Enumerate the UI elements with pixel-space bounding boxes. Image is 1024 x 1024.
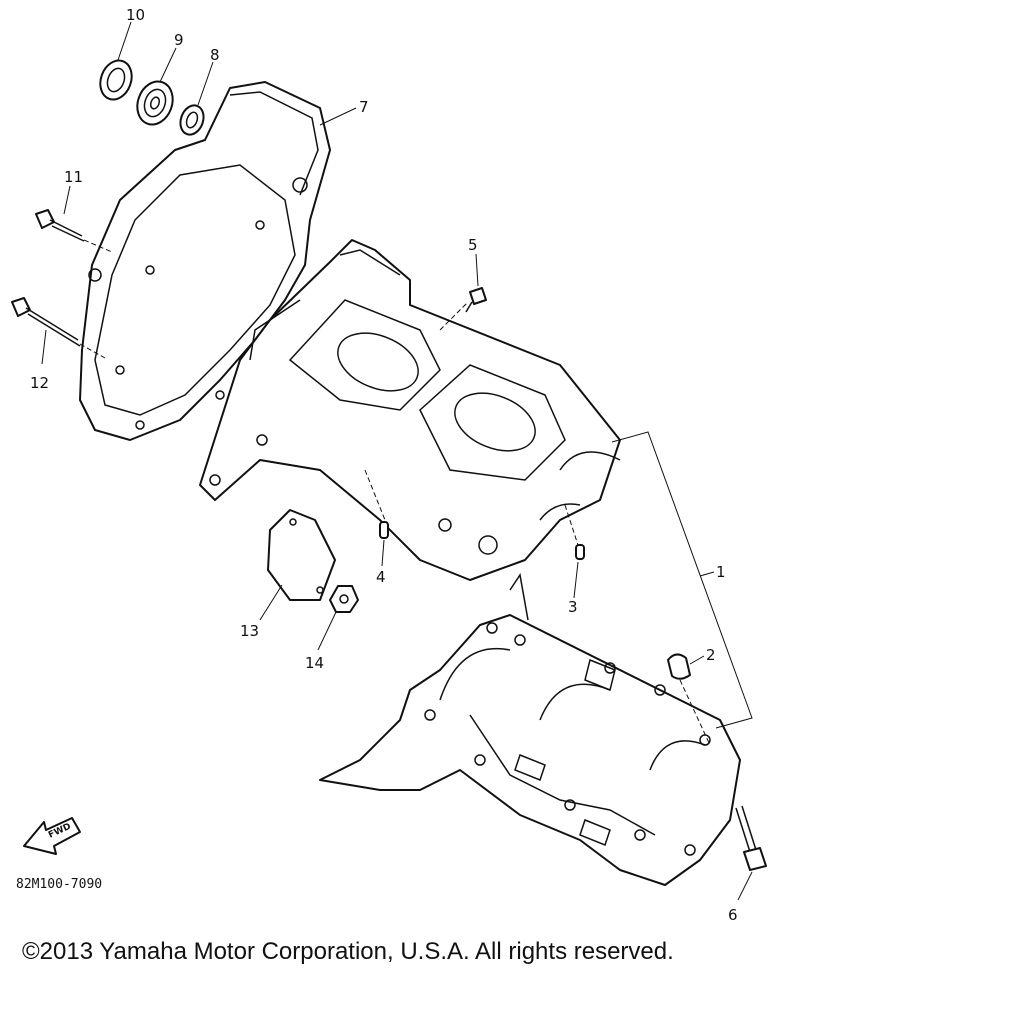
callout-9: 9	[174, 31, 184, 49]
part-4-dowel	[379, 521, 389, 539]
callout-1: 1	[716, 563, 726, 581]
part-9-bearing	[136, 80, 174, 126]
callout-4: 4	[376, 568, 386, 586]
callout-7: 7	[359, 98, 369, 116]
part-2-dowel	[667, 653, 711, 746]
lower-crankcase	[319, 573, 741, 886]
diagram-part-code: 82M100-7090	[16, 877, 102, 892]
callout-12: 12	[30, 374, 49, 392]
part-14-nut	[329, 585, 359, 613]
part-11-bolt	[35, 209, 113, 253]
upper-crankcase	[199, 239, 621, 581]
callout-5: 5	[468, 236, 478, 254]
part-13-cover-plate	[267, 509, 336, 601]
callout-10: 10	[126, 6, 145, 24]
callout-8: 8	[210, 46, 220, 64]
callout-2: 2	[706, 646, 716, 664]
forward-arrow-icon: FWD	[23, 817, 81, 855]
callout-13: 13	[240, 622, 259, 640]
part-7-crankcase-cover	[79, 81, 331, 441]
callout-11: 11	[64, 168, 83, 186]
callout-6: 6	[728, 906, 738, 924]
part-12-bolt	[11, 297, 106, 359]
part-3-dowel	[575, 544, 585, 560]
part-6-bolt	[735, 805, 767, 871]
callout-14: 14	[305, 654, 324, 672]
part-8-collar	[179, 104, 205, 136]
part-10-seal	[99, 59, 133, 101]
part-5-bolt	[465, 287, 487, 313]
copyright-notice: ©2013 Yamaha Motor Corporation, U.S.A. A…	[22, 938, 674, 965]
callout-3: 3	[568, 598, 578, 616]
